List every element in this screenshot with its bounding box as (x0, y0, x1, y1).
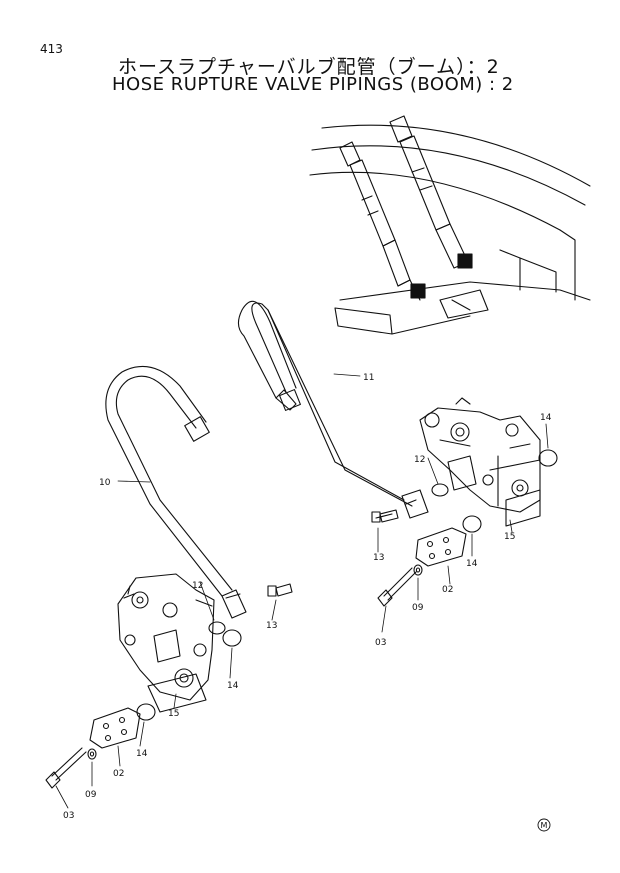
callout-03-lower: 03 (63, 811, 74, 821)
callout-10: 10 (99, 478, 111, 488)
callout-14-upper-left: 14 (466, 559, 478, 569)
pipe-11 (237, 300, 429, 519)
callout-13-lower: 13 (266, 621, 277, 631)
valve-assembly-lower (117, 573, 215, 713)
callout-14-upper-right: 14 (540, 413, 552, 423)
page-number: 413 (40, 42, 63, 56)
callout-14-lower-left: 14 (136, 749, 148, 759)
page-title-japanese: ホースラプチャーバルブ配管（ブーム）：2 (118, 56, 500, 78)
callout-12-upper: 12 (414, 455, 425, 465)
bolts-03 (45, 567, 417, 789)
callout-14-lower-right: 14 (227, 681, 239, 691)
callout-12-lower: 12 (192, 581, 203, 591)
callout-15-lower: 15 (168, 709, 179, 719)
flange-upper (415, 527, 467, 567)
callout-02-lower: 02 (113, 769, 124, 779)
callout-09-upper: 09 (412, 603, 424, 613)
callout-02-upper: 02 (442, 585, 453, 595)
pipe-10 (105, 365, 247, 619)
page-title-english: HOSE RUPTURE VALVE PIPINGS (BOOM) : 2 (112, 74, 514, 95)
bolts-13 (267, 509, 399, 597)
m-stamp: M (537, 818, 551, 832)
callout-15-upper: 15 (504, 532, 515, 542)
machine-inset-view (309, 115, 591, 335)
callout-13-upper: 13 (373, 553, 384, 563)
callout-09-lower: 09 (85, 790, 97, 800)
callout-labels: 10 11 12 12 13 13 14 14 14 14 15 15 02 0… (63, 373, 552, 821)
callout-11: 11 (363, 373, 374, 383)
flange-lower (89, 707, 141, 749)
washers-09 (87, 564, 423, 760)
callout-03-upper: 03 (375, 638, 386, 648)
leader-lines (55, 373, 549, 809)
o-rings (208, 483, 449, 635)
svg-text:M: M (541, 821, 548, 830)
valve-assembly-upper (419, 397, 541, 527)
